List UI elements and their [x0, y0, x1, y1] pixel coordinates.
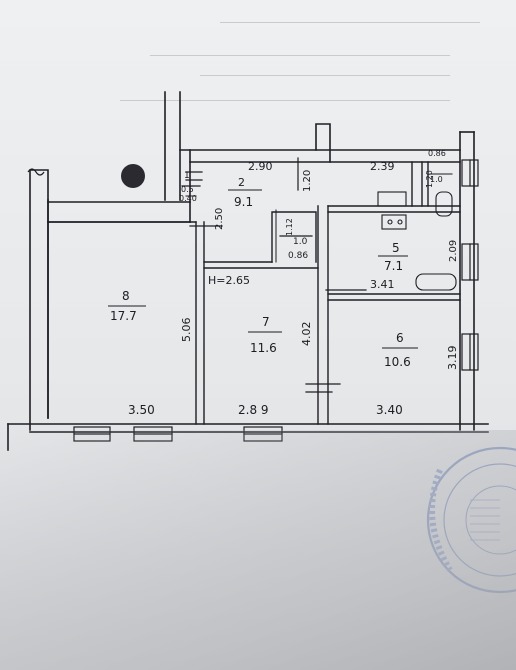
- dim-room6-bottom: 3.40: [376, 403, 403, 417]
- room-3-area: 1.0: [293, 237, 308, 247]
- dim-room7-right: 4.02: [300, 322, 313, 347]
- dim-room6-right: 3.19: [446, 346, 459, 371]
- room-6-area: 10.6: [384, 355, 411, 369]
- dim-toilet-width: 0.86: [288, 251, 308, 261]
- interior-walls: [47, 161, 461, 425]
- header-rule: [200, 75, 450, 76]
- room-7-number: 7: [262, 315, 270, 329]
- room-5-number: 5: [392, 241, 400, 255]
- ceiling-height: H=2.65: [208, 274, 250, 287]
- dim-toilet-top: 1.12: [285, 218, 294, 236]
- round-column-icon: [121, 164, 145, 188]
- dim-corridor-right: 1.20: [302, 170, 313, 192]
- official-stamp: [426, 446, 516, 594]
- room-6-number: 6: [396, 331, 404, 345]
- dim-room8-height: 5.06: [180, 318, 193, 343]
- dim-room7-bottom: 2.8 9: [238, 403, 269, 417]
- dim-kitchen-top: 2.39: [370, 160, 395, 173]
- dim-bath-top: 0.86: [428, 149, 446, 158]
- bathroom-fixtures: [377, 173, 457, 291]
- dim-kitchen-bottom: 3.41: [370, 278, 395, 291]
- room-labels: 8 17.7 7 11.6 6 10.6 5 7.1 2 9.1 0.5 1 1…: [108, 171, 443, 369]
- room-1-number: 1: [184, 171, 190, 181]
- room-1-area: 0.5: [181, 185, 194, 194]
- dim-room1-width: 0.40: [179, 194, 197, 203]
- room-4-area: 1.0: [430, 175, 443, 184]
- header-rule: [120, 100, 450, 101]
- step-marks: [185, 195, 277, 263]
- wall-break-mark: [27, 168, 45, 176]
- dim-room8-bottom: 3.50: [128, 403, 155, 417]
- header-rule: [150, 55, 450, 56]
- room-5-area: 7.1: [384, 259, 403, 273]
- dimension-labels: 2.90 2.39 0.86 0.40 2.50 1.20 1.12 0.86 …: [128, 149, 459, 417]
- room-8-number: 8: [122, 289, 130, 303]
- room-2-number: 2: [238, 176, 245, 189]
- dim-corridor-left: 2.50: [214, 208, 225, 230]
- outer-walls: [7, 91, 489, 451]
- dim-corridor-top: 2.90: [248, 160, 273, 173]
- room-2-area: 9.1: [234, 195, 253, 209]
- dim-kitchen-right: 2.09: [448, 240, 459, 262]
- header-rule: [220, 22, 480, 23]
- room-8-area: 17.7: [110, 309, 137, 323]
- dim-bath-side: 1.20: [425, 170, 434, 188]
- room-7-area: 11.6: [250, 341, 277, 355]
- door-marks: [181, 157, 367, 393]
